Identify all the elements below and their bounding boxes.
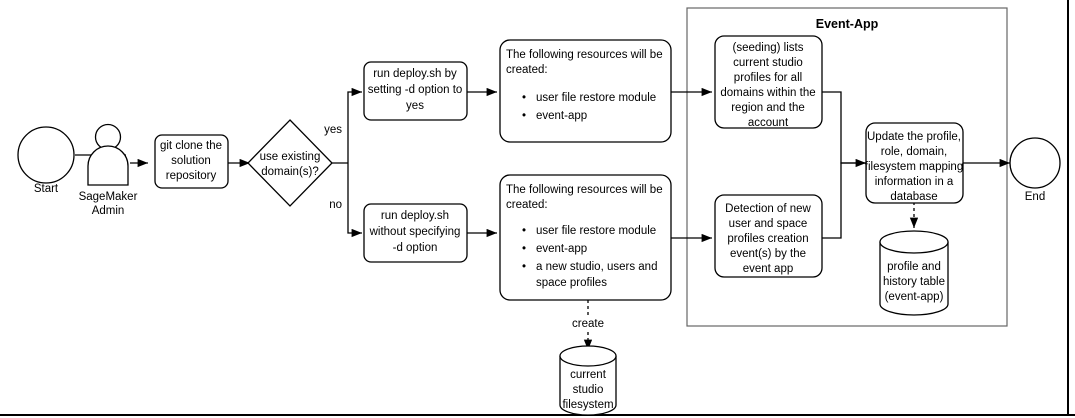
node-detection-line5: event app [743, 263, 794, 275]
node-seeding[interactable]: (seeding) lists current studio profiles … [714, 35, 823, 129]
node-seeding-line5: region and the [731, 102, 805, 114]
node-update-database[interactable]: Update the profile, role, domain, filesy… [865, 122, 964, 204]
node-resources-no-heading-line2: created: [506, 199, 548, 211]
node-deploy-no-line1: run deploy.sh [381, 210, 449, 222]
node-seeding-line1: (seeding) lists [733, 42, 804, 54]
node-deploy-yes[interactable]: run deploy.sh by setting -d option to ye… [363, 61, 468, 121]
node-deploy-yes-line1: run deploy.sh by [373, 68, 457, 80]
db-profile-history-body [879, 242, 949, 316]
node-decision-diamond [247, 119, 333, 207]
node-db-current-studio-line3: filesystem [562, 399, 613, 411]
node-db-current-studio-filesystem[interactable]: current studio filesystem [559, 345, 617, 416]
node-resources-yes-bullet-dot-1: • [522, 92, 526, 104]
node-db-current-studio-line1: current [570, 369, 607, 381]
node-decision-line2: domain(s)? [261, 166, 319, 178]
connector-seeding-to-update [822, 91, 866, 168]
node-update-database-line4: information in a [875, 176, 954, 188]
node-resources-yes-heading-line1: The following resources will be [506, 49, 663, 61]
node-sagemaker-admin-label-line1: SageMaker [79, 191, 138, 203]
node-resources-no-bullet-dot-1: • [522, 225, 526, 237]
node-resources-yes-heading-line2: created: [506, 64, 548, 76]
node-db-profile-history-line2: history table [883, 276, 945, 288]
node-start[interactable] [17, 126, 75, 184]
node-decision-use-existing-domains[interactable]: use existing domain(s)? [247, 119, 333, 207]
node-detection-box [714, 194, 823, 278]
node-update-database-box [865, 122, 964, 204]
node-git-clone-line2: solution [171, 155, 211, 167]
node-resources-yes-bullet-1: user file restore module [536, 92, 656, 104]
db-profile-history-top [879, 230, 949, 254]
node-git-clone-line1: git clone the [160, 140, 222, 152]
edge-label-no: no [329, 199, 342, 211]
node-git-clone[interactable]: git clone the solution repository [154, 134, 229, 189]
node-seeding-line4: domains within the [720, 87, 815, 99]
node-db-profile-history-line3: (event-app) [885, 291, 944, 303]
node-resources-no-bullet-3a: a new studio, users and [536, 261, 657, 273]
node-sagemaker-admin[interactable] [87, 123, 129, 186]
node-resources-yes-bullet-2: event-app [536, 110, 587, 122]
node-end[interactable] [1009, 137, 1061, 189]
node-decision-line1: use existing [260, 151, 321, 163]
node-seeding-box [714, 35, 823, 129]
node-seeding-line2: current studio [733, 57, 803, 69]
node-resources-yes-bullet-dot-2: • [522, 110, 526, 122]
node-deploy-yes-line2: setting -d option to [368, 84, 463, 96]
node-deploy-no[interactable]: run deploy.sh without specifying -d opti… [363, 203, 468, 263]
connector-decision-no [347, 163, 362, 238]
db-current-studio-body [559, 356, 617, 416]
node-detection[interactable]: Detection of new user and space profiles… [714, 194, 823, 278]
node-detection-line3: profiles creation [727, 233, 808, 245]
actor-body-icon [87, 145, 129, 186]
connector-detection-to-update [822, 162, 866, 239]
node-deploy-yes-line3: yes [406, 100, 424, 112]
node-resources-no-bullet-2: event-app [536, 243, 587, 255]
node-deploy-no-box [363, 203, 468, 263]
node-resources-no-bullet-1: user file restore module [536, 225, 656, 237]
node-resources-yes[interactable]: The following resources will be created:… [499, 39, 672, 143]
node-resources-yes-box [499, 39, 672, 143]
node-update-database-line3: filesystem mapping [865, 161, 963, 173]
node-git-clone-line3: repository [166, 170, 217, 182]
node-update-database-line2: role, domain, [881, 146, 947, 158]
node-resources-no-bullet-dot-3: • [522, 261, 526, 273]
node-resources-no-bullet-3b: space profiles [536, 277, 607, 289]
edge-label-yes: yes [324, 124, 342, 136]
node-resources-no-box [499, 174, 672, 301]
node-sagemaker-admin-label-line2: Admin [92, 205, 125, 217]
node-detection-line1: Detection of new [725, 203, 811, 215]
edge-label-create: create [572, 318, 604, 330]
node-detection-line2: user and space [729, 218, 808, 230]
node-update-database-line5: database [890, 191, 937, 203]
node-db-profile-history[interactable]: profile and history table (event-app) [879, 230, 949, 316]
node-git-clone-box [154, 134, 229, 189]
node-resources-no[interactable]: The following resources will be created:… [499, 174, 672, 301]
node-seeding-line6: account [748, 117, 789, 129]
node-deploy-yes-box [363, 61, 468, 121]
node-db-profile-history-line1: profile and [887, 261, 941, 273]
node-end-label: End [1025, 191, 1045, 203]
db-current-studio-top [559, 345, 617, 367]
node-update-database-line1: Update the profile, [867, 131, 961, 143]
node-detection-line4: event(s) by the [730, 248, 806, 260]
connector-decision-yes [347, 87, 362, 163]
node-resources-no-heading-line1: The following resources will be [506, 184, 663, 196]
node-seeding-line3: profiles for all [734, 72, 802, 84]
node-start-label: Start [34, 183, 59, 195]
node-deploy-no-line3: -d option [393, 242, 438, 254]
event-app-container-title: Event-App [816, 17, 879, 31]
node-resources-no-bullet-dot-2: • [522, 243, 526, 255]
node-db-current-studio-line2: studio [573, 384, 604, 396]
node-deploy-no-line2: without specifying [369, 226, 461, 238]
